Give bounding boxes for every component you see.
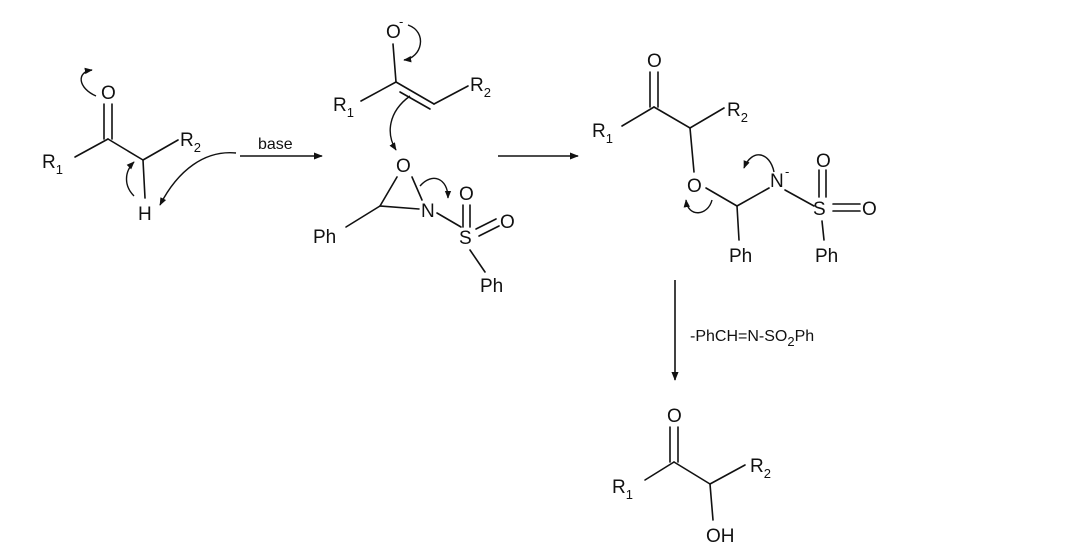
- intermediate-so-top-label: O: [816, 151, 831, 172]
- enolate-r1-label: R1: [333, 95, 354, 120]
- intermediate-nitrogen-label: N: [770, 171, 784, 192]
- ketone-r1-label: R1: [42, 152, 63, 177]
- curly-arrow-carbonyl: [80, 67, 97, 97]
- oxaziridine-structure: O N Ph S O O Ph: [313, 156, 515, 297]
- sulfonyl-ph-label: Ph: [480, 276, 503, 297]
- product-r2-label: R2: [750, 456, 771, 481]
- sulfonyl-oxygen-right-label: O: [500, 212, 515, 233]
- intermediate-r1-label: R1: [592, 121, 613, 146]
- intermediate-r2-label: R2: [727, 100, 748, 125]
- intermediate-so-right-label: O: [862, 199, 877, 220]
- product-hydroxyl-label: OH: [706, 526, 735, 547]
- product-structure: O R1 R2 OH: [612, 406, 771, 547]
- elimination-condition-label: -PhCH=N-SO2Ph: [690, 328, 814, 349]
- product-r1-label: R1: [612, 477, 633, 502]
- curly-arrow-base-attack: [159, 152, 237, 206]
- intermediate-n-charge-label: -: [785, 164, 789, 179]
- curly-arrow-co-bond: [683, 199, 713, 214]
- base-reaction-arrow: base: [240, 136, 323, 160]
- base-condition-label: base: [258, 136, 293, 153]
- curly-arrow-enolate-attack: [389, 95, 411, 151]
- elimination-reaction-arrow: -PhCH=N-SO2Ph: [671, 280, 814, 381]
- product-carbonyl-o-label: O: [667, 406, 682, 427]
- oxaziridine-oxygen-label: O: [396, 156, 411, 177]
- intermediate-sulfur-label: S: [813, 199, 826, 220]
- ketone-hydrogen-label: H: [138, 204, 152, 225]
- ketone-oxygen-label: O: [101, 83, 116, 104]
- curly-arrow-no-bond: [419, 177, 452, 199]
- curly-arrow-enolate-o: [403, 24, 422, 63]
- oxaziridine-nitrogen-label: N: [421, 201, 435, 222]
- enolate-oxygen-label: O: [386, 22, 401, 43]
- enolate-r2-label: R2: [470, 75, 491, 100]
- ketone-structure: O R1 R2 H: [42, 67, 237, 225]
- enolate-charge-label: -: [399, 14, 403, 29]
- curly-arrow-n-lone-pair: [743, 154, 775, 173]
- curly-arrow-ch-bond: [125, 161, 135, 197]
- oxaziridine-sulfur-label: S: [459, 228, 472, 249]
- intermediate-ph-left-label: Ph: [729, 246, 752, 267]
- oxaziridine-ph-label: Ph: [313, 227, 336, 248]
- ketone-r2-label: R2: [180, 130, 201, 155]
- enolate-structure: O - R1 R2: [333, 14, 491, 151]
- sulfonyl-oxygen-top-label: O: [459, 184, 474, 205]
- intermediate-ether-o-label: O: [687, 176, 702, 197]
- intermediate-structure: O R1 R2 O Ph N - S O O Ph: [592, 51, 877, 267]
- intermediate-carbonyl-o-label: O: [647, 51, 662, 72]
- intermediate-ph-right-label: Ph: [815, 246, 838, 267]
